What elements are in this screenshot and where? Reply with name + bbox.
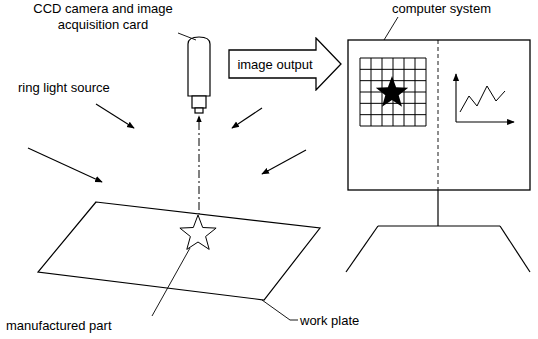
label-text: ring light source (18, 80, 148, 96)
work-plate (38, 202, 320, 300)
chart-axes (456, 74, 514, 122)
ccd-camera (188, 37, 210, 113)
leader-line (262, 300, 298, 320)
leader-line (152, 248, 190, 316)
arrow-label: image output (237, 57, 312, 72)
image-grid (360, 58, 426, 126)
leader-line (178, 33, 196, 40)
part-star (180, 215, 216, 249)
image-star (376, 76, 408, 107)
hollow-arrow: image output (228, 37, 342, 91)
label-text: work plate (300, 313, 400, 329)
label-text: computer system (392, 1, 532, 17)
computer-monitor (346, 40, 530, 272)
light-rays (28, 104, 306, 182)
label-text: CCD camera and image acquisition card (18, 1, 188, 33)
label-text: manufactured part (6, 318, 146, 334)
leader-line (384, 17, 398, 40)
